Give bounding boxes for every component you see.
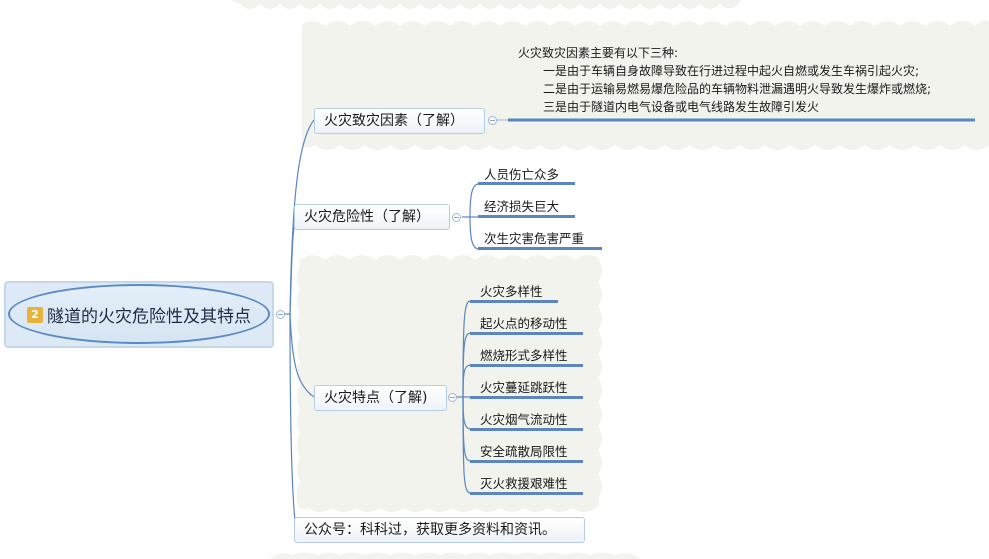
subtopic-underline bbox=[470, 332, 583, 335]
subtopic[interactable]: 安全疏散局限性 bbox=[480, 444, 568, 459]
subtopic[interactable]: 火灾蔓延跳跃性 bbox=[480, 380, 568, 395]
subtopic[interactable]: 经济损失巨大 bbox=[484, 199, 560, 214]
collapse-toggle-danger[interactable] bbox=[452, 213, 461, 222]
topic-footer[interactable]: 公众号：科科过，获取更多资料和资讯。 bbox=[294, 517, 585, 543]
subtopic[interactable]: 火灾烟气流动性 bbox=[480, 412, 568, 427]
bottom-boundary-remnant bbox=[270, 552, 640, 559]
note-line: 二是由于运输易燃易爆危险品的车辆物料泄漏遇明火导致发生爆炸或燃烧; bbox=[543, 82, 932, 96]
collapse-toggle-root[interactable] bbox=[276, 310, 285, 319]
collapse-toggle-causes[interactable] bbox=[488, 116, 497, 125]
subtopic-underline bbox=[470, 300, 558, 303]
subtopic-underline bbox=[470, 364, 583, 367]
subtopic-underline bbox=[478, 182, 575, 185]
root-title: 隧道的火灾危险性及其特点 bbox=[47, 307, 251, 327]
subtopic[interactable]: 燃烧形式多样性 bbox=[480, 348, 568, 363]
subtopic-underline bbox=[478, 215, 575, 218]
subtopic[interactable]: 灭火救援艰难性 bbox=[480, 476, 568, 491]
topic-danger-label: 火灾危险性（了解） bbox=[304, 209, 430, 225]
subtopic[interactable]: 火灾多样性 bbox=[480, 284, 543, 299]
topic-danger[interactable]: 火灾危险性（了解） bbox=[294, 204, 450, 230]
root-topic[interactable] bbox=[8, 284, 270, 344]
note-line: 三是由于隧道内电气设备或电气线路发生故障引发火 bbox=[543, 100, 820, 114]
top-boundary-remnant bbox=[150, 0, 740, 9]
topic-features-label: 火灾特点（了解) bbox=[324, 390, 428, 406]
causes-note-line bbox=[508, 118, 975, 122]
priority-badge: 2 bbox=[27, 306, 43, 323]
root-topic-label: 2 隧道的火灾危险性及其特点 bbox=[27, 302, 251, 327]
subtopic-underline bbox=[470, 460, 583, 463]
collapse-toggle-features[interactable] bbox=[448, 393, 457, 402]
subtopic[interactable]: 次生灾害危害严重 bbox=[484, 231, 585, 246]
subtopic-underline bbox=[470, 428, 583, 431]
topic-footer-label: 公众号：科科过，获取更多资料和资讯。 bbox=[304, 522, 556, 538]
subtopic[interactable]: 起火点的移动性 bbox=[480, 316, 568, 331]
topic-causes[interactable]: 火灾致灾因素（了解） bbox=[314, 108, 485, 134]
note-line: 一是由于车辆自身故障导致在行进过程中起火自燃或发生车祸引起火灾; bbox=[543, 64, 920, 78]
boundary-features bbox=[296, 254, 602, 512]
subtopic[interactable]: 人员伤亡众多 bbox=[484, 167, 560, 182]
topic-features[interactable]: 火灾特点（了解) bbox=[314, 385, 447, 411]
causes-note: 火灾致灾因素主要有以下三种: 一是由于车辆自身故障导致在行进过程中起火自燃或发生… bbox=[518, 44, 931, 116]
subtopic-underline bbox=[470, 396, 583, 399]
subtopic-underline bbox=[470, 492, 583, 495]
topic-causes-label: 火灾致灾因素（了解） bbox=[324, 113, 464, 129]
note-heading: 火灾致灾因素主要有以下三种: bbox=[518, 46, 679, 60]
subtopic-underline bbox=[478, 247, 602, 250]
